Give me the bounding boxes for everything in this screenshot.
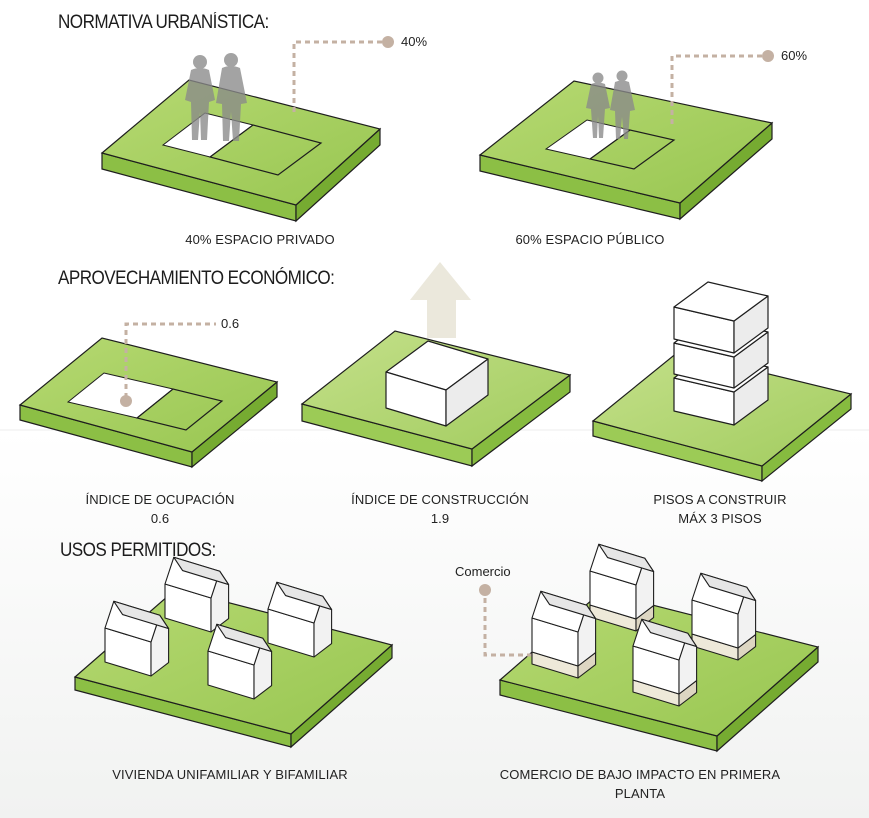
callout-ocupacion [120, 322, 216, 407]
caption-private: 40% ESPACIO PRIVADO [185, 232, 335, 247]
growth-arrow-icon [410, 262, 471, 338]
callout-public [670, 50, 774, 124]
caption-pisos-title: PISOS A CONSTRUIR [653, 492, 787, 507]
callout-label-ocupacion: 0.6 [221, 316, 240, 331]
caption-comercio-line1: COMERCIO DE BAJO IMPACTO EN PRIMERA [499, 767, 781, 782]
caption-ocupacion-title: ÍNDICE DE OCUPACIÓN [85, 492, 235, 507]
caption-pisos: PISOS A CONSTRUIR MÁX 3 PISOS [600, 490, 840, 528]
caption-comercio: COMERCIO DE BAJO IMPACTO EN PRIMERA PLAN… [470, 765, 810, 803]
commerce-house-icon [691, 572, 757, 661]
people-silhouette-private [185, 53, 247, 141]
callout-label-comercio: Comercio [455, 564, 511, 579]
callout-comercio [479, 584, 535, 657]
house-icon [207, 623, 273, 700]
caption-public: 60% ESPACIO PÚBLICO [515, 232, 665, 247]
caption-vivienda: VIVIENDA UNIFAMILIAR Y BIFAMILIAR [112, 767, 348, 782]
houses-layer [104, 543, 757, 707]
caption-comercio-line2: PLANTA [614, 786, 666, 801]
callout-label-private: 40% [401, 34, 428, 49]
caption-construccion-title: ÍNDICE DE CONSTRUCCIÓN [351, 492, 529, 507]
commerce-house-icon [632, 618, 698, 707]
house-icon [104, 600, 170, 677]
house-icon [164, 556, 230, 633]
building-tower-pisos [673, 281, 769, 426]
platform-ocupacion [18, 337, 279, 469]
caption-construccion: ÍNDICE DE CONSTRUCCIÓN 1.9 [320, 490, 560, 528]
caption-construccion-value: 1.9 [430, 511, 450, 526]
section-title-usos: USOS PERMITIDOS: [60, 540, 216, 561]
caption-ocupacion: ÍNDICE DE OCUPACIÓN 0.6 [40, 490, 280, 528]
caption-ocupacion-value: 0.6 [150, 511, 170, 526]
commerce-house-icon [531, 590, 597, 679]
platform-public [478, 80, 774, 221]
caption-pisos-value: MÁX 3 PISOS [678, 511, 762, 526]
people-silhouette-public [586, 70, 635, 139]
section-title-aprovechamiento: APROVECHAMIENTO ECONÓMICO: [58, 268, 335, 289]
building-block-construccion [385, 340, 489, 427]
section-title-normativa: NORMATIVA URBANÍSTICA: [58, 12, 269, 33]
callout-label-public: 60% [781, 48, 808, 63]
commerce-house-icon [589, 543, 655, 632]
house-icon [267, 581, 333, 658]
callout-private [292, 36, 394, 112]
